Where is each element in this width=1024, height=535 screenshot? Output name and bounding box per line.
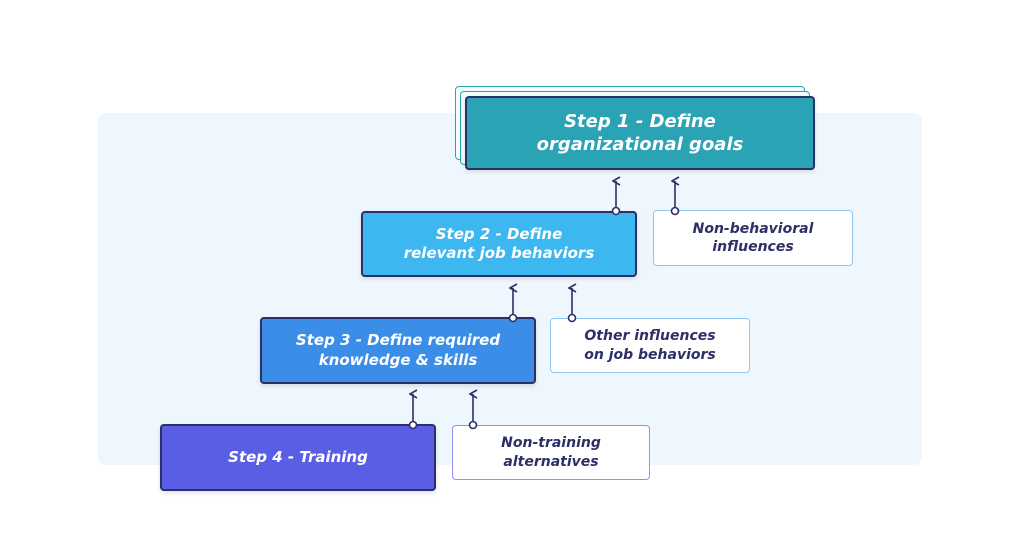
note1-line1: Non-behavioral <box>692 220 814 237</box>
step2-label-line2: relevant job behaviors <box>403 244 595 262</box>
step3-label-line2: knowledge & skills <box>318 350 478 369</box>
note3-line2: alternatives <box>503 453 599 470</box>
arrow-anchor-dot <box>408 420 418 430</box>
step1-label-line1: Step 1 - Define <box>564 110 716 132</box>
arrow-anchor-dot <box>508 313 518 323</box>
note3-line1: Non-training <box>501 435 601 452</box>
other-influences-box: Other influences on job behaviors <box>550 318 750 373</box>
step3-box: Step 3 - Define required knowledge & ski… <box>260 317 536 384</box>
step4-label: Step 4 - Training <box>228 447 368 466</box>
note2-line2: on job behaviors <box>584 346 716 363</box>
arrow-anchor-dot <box>670 206 680 216</box>
note2-line1: Other influences <box>584 328 716 345</box>
arrow-anchor-dot <box>468 420 478 430</box>
step1-label-line2: organizational goals <box>536 134 744 155</box>
step2-label-line1: Step 2 - Define <box>435 224 563 243</box>
non-behavioral-influences-box: Non-behavioral influences <box>653 210 853 266</box>
step3-label-line1: Step 3 - Define required <box>295 331 501 349</box>
note1-line2: influences <box>712 239 794 255</box>
step4-box: Step 4 - Training <box>160 424 436 491</box>
step1-box: Step 1 - Define organizational goals <box>465 96 815 170</box>
arrow-anchor-dot <box>567 313 577 323</box>
non-training-alternatives-box: Non-training alternatives <box>452 425 650 480</box>
arrow-anchor-dot <box>611 206 621 216</box>
step2-box: Step 2 - Define relevant job behaviors <box>361 211 637 277</box>
